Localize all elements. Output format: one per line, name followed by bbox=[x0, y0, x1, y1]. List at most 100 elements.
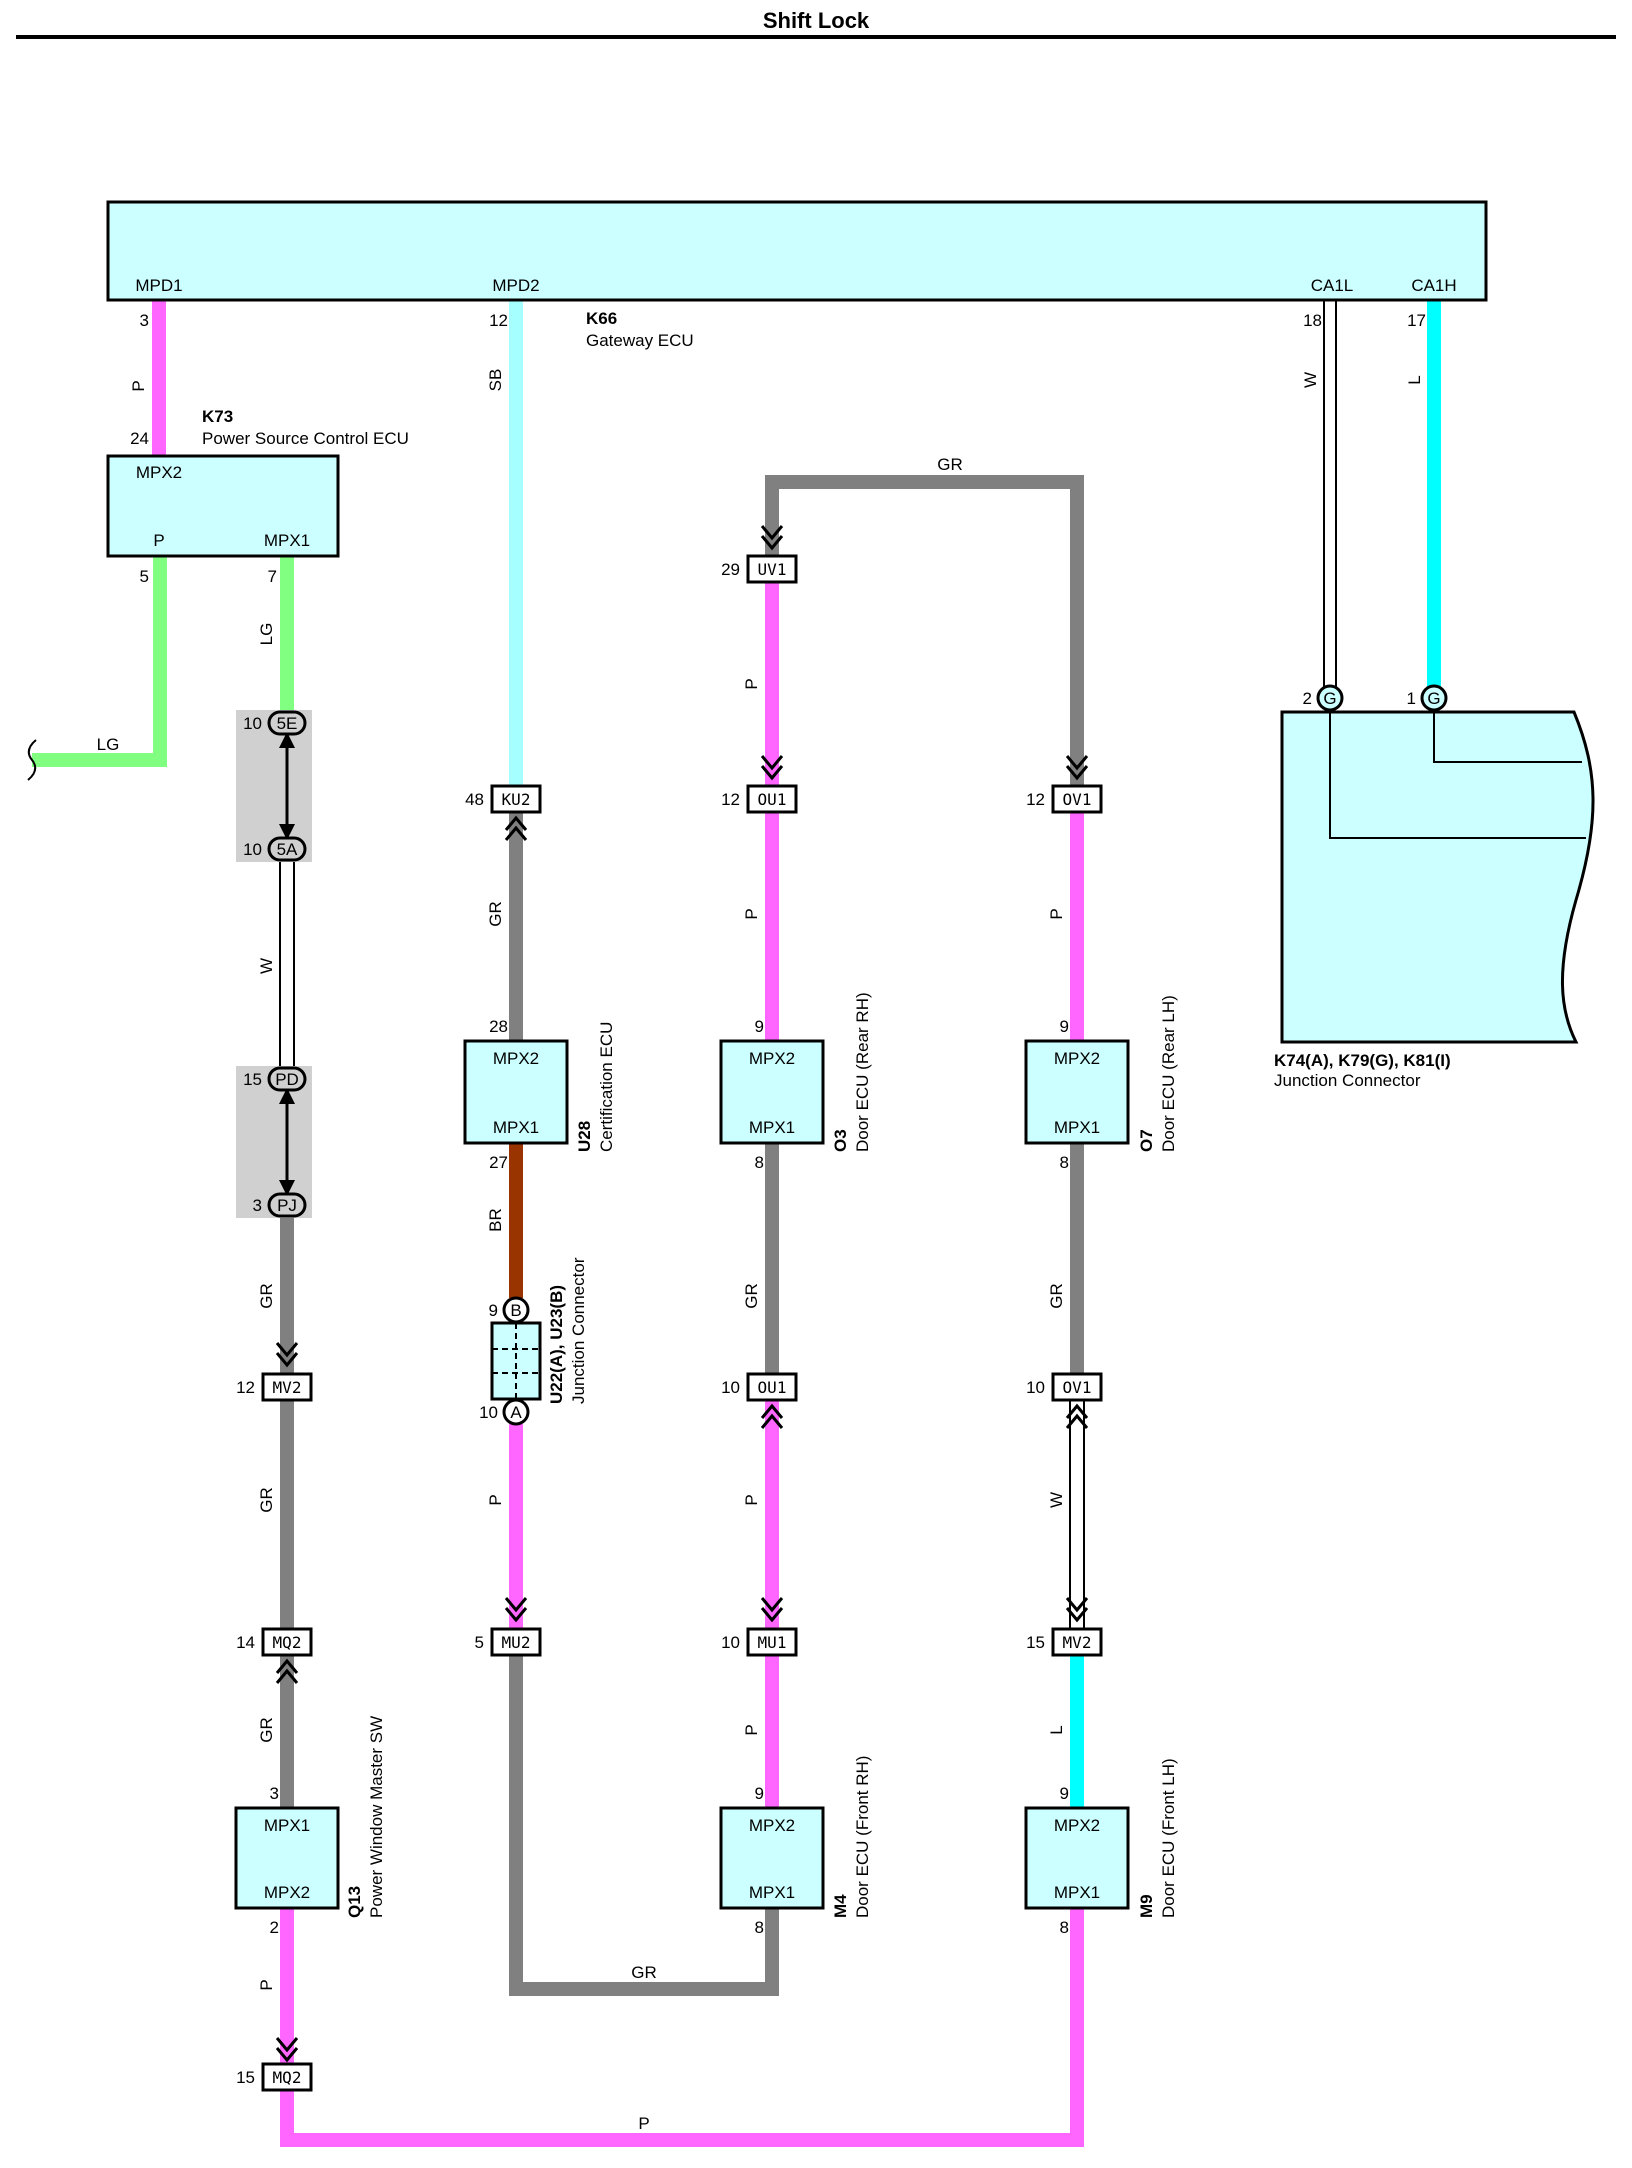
inline-connectors: MV2 12 MQ2 14 MQ2 15 KU2 48 MU2 5 UV1 29… bbox=[236, 525, 1103, 2092]
o7-box bbox=[1024, 1039, 1130, 1145]
m4-code: M4 bbox=[831, 1894, 850, 1918]
o3-pin-num-bottom: 8 bbox=[755, 1153, 764, 1172]
connector-mq2-a-num: 14 bbox=[236, 1633, 255, 1652]
connector-5e-code: 5E bbox=[277, 714, 298, 733]
connector-mv2-a-code: MV2 bbox=[273, 1378, 302, 1397]
connector-mq2-b bbox=[261, 2062, 313, 2092]
connector-mu1 bbox=[746, 1627, 798, 1657]
u28-name: Certification ECU bbox=[597, 1022, 616, 1152]
m9-box bbox=[1024, 1806, 1130, 1910]
power-window-master-sw: MPX1 MPX2 3 2 Q13 Power Window Master SW bbox=[234, 1716, 386, 1937]
connector-mv2-b-code: MV2 bbox=[1063, 1633, 1092, 1652]
connector-mv2-b bbox=[1051, 1627, 1103, 1657]
u28-pin-label-top: MPX2 bbox=[493, 1049, 539, 1068]
chevron-up-icon bbox=[760, 1403, 784, 1429]
connector-mu2-num: 5 bbox=[475, 1633, 484, 1652]
wire-label: P bbox=[129, 380, 148, 391]
m9-pin-label-bottom: MPX1 bbox=[1054, 1883, 1100, 1902]
wire-label: P bbox=[742, 1494, 761, 1505]
junction-u-pin-a bbox=[502, 1398, 530, 1426]
wire-label: BR bbox=[486, 1208, 505, 1232]
pin-label-mpd1: MPD1 bbox=[135, 276, 182, 295]
pin-num-mpd2: 12 bbox=[489, 311, 508, 330]
connector-group-pd-pj: PD 15 PJ 3 bbox=[236, 1066, 312, 1218]
k73-pin-num-top: 24 bbox=[130, 429, 149, 448]
gateway-ecu: MPD1 MPD2 CA1L CA1H 3 12 18 17 K66 Gatew… bbox=[106, 200, 1488, 350]
arrow-down-icon bbox=[279, 824, 295, 840]
m9-name: Door ECU (Front LH) bbox=[1159, 1758, 1178, 1918]
m4-pin-num-bottom: 8 bbox=[755, 1918, 764, 1937]
arrow-up-icon bbox=[279, 1088, 295, 1104]
junction-u-pin-a-letter: A bbox=[510, 1403, 522, 1422]
arrow-up-icon bbox=[279, 732, 295, 748]
junction-u-name: Junction Connector bbox=[569, 1257, 588, 1404]
wire-label: L bbox=[1405, 375, 1424, 384]
chevron-down-icon bbox=[1065, 755, 1089, 781]
connector-pj-num: 3 bbox=[253, 1196, 262, 1215]
o3-box bbox=[719, 1039, 825, 1145]
wire-label: P bbox=[742, 908, 761, 919]
junction-k-box bbox=[1280, 710, 1595, 1044]
q13-code: Q13 bbox=[345, 1886, 364, 1918]
wire-label: SB bbox=[486, 369, 505, 392]
wire-label: L bbox=[1047, 1725, 1066, 1734]
o3-name: Door ECU (Rear RH) bbox=[853, 992, 872, 1152]
connector-uv1-num: 29 bbox=[721, 560, 740, 579]
pin-num-ca1l: 18 bbox=[1303, 311, 1322, 330]
wire-label: GR bbox=[257, 1283, 276, 1309]
m4-box bbox=[719, 1806, 825, 1910]
pin-label-mpd2: MPD2 bbox=[492, 276, 539, 295]
m4-pin-label-bottom: MPX1 bbox=[749, 1883, 795, 1902]
door-ecu-rear-rh: MPX2 MPX1 9 8 O3 Door ECU (Rear RH) bbox=[719, 992, 872, 1172]
wire-gr-mu2-m4 bbox=[509, 1655, 779, 1996]
connector-mu2 bbox=[490, 1627, 542, 1657]
o7-pin-label-bottom: MPX1 bbox=[1054, 1118, 1100, 1137]
connector-mq2-b-num: 15 bbox=[236, 2068, 255, 2087]
junction-u-pin-b-num: 9 bbox=[489, 1301, 498, 1320]
q13-pin-label-top: MPX1 bbox=[264, 1816, 310, 1835]
connector-5e-num: 10 bbox=[243, 714, 262, 733]
k73-pin-label-top: MPX2 bbox=[136, 463, 182, 482]
m9-pin-num-top: 9 bbox=[1060, 1784, 1069, 1803]
junction-u-pin-b bbox=[502, 1296, 530, 1324]
connector-mq2-b-code: MQ2 bbox=[273, 2068, 302, 2087]
certification-ecu: MPX2 MPX1 28 27 U28 Certification ECU bbox=[463, 1017, 616, 1172]
connector-uv1 bbox=[746, 554, 798, 584]
connector-ku2-code: KU2 bbox=[502, 790, 531, 809]
wire-label: W bbox=[1301, 372, 1320, 388]
gateway-code: K66 bbox=[586, 309, 617, 328]
wire-label: LG bbox=[97, 735, 120, 754]
door-ecu-front-lh: MPX2 MPX1 9 8 M9 Door ECU (Front LH) bbox=[1024, 1758, 1178, 1937]
connector-mq2-a bbox=[261, 1627, 313, 1657]
connector-pj bbox=[267, 1192, 307, 1218]
wire-label: P bbox=[742, 678, 761, 689]
connector-mv2-b-num: 15 bbox=[1026, 1633, 1045, 1652]
o7-name: Door ECU (Rear LH) bbox=[1159, 995, 1178, 1152]
wire-label: P bbox=[638, 2114, 649, 2133]
pin-label-ca1l: CA1L bbox=[1311, 276, 1354, 295]
chevron-down-icon bbox=[760, 1597, 784, 1623]
m9-pin-num-bottom: 8 bbox=[1060, 1918, 1069, 1937]
wire-label: GR bbox=[257, 1717, 276, 1743]
door-ecu-front-rh: MPX2 MPX1 9 8 M4 Door ECU (Front RH) bbox=[719, 1756, 872, 1937]
chevron-up-icon bbox=[504, 815, 528, 841]
wire-lg-k73-left bbox=[32, 556, 167, 767]
q13-pin-num-top: 3 bbox=[270, 1784, 279, 1803]
door-ecu-rear-lh: MPX2 MPX1 9 8 O7 Door ECU (Rear LH) bbox=[1024, 995, 1178, 1172]
m4-pin-label-top: MPX2 bbox=[749, 1816, 795, 1835]
arrow-down-icon bbox=[279, 1180, 295, 1196]
wires bbox=[32, 300, 1441, 2147]
junction-k-line-2 bbox=[1433, 700, 1582, 763]
o7-pin-label-top: MPX2 bbox=[1054, 1049, 1100, 1068]
junction-k-code: K74(A), K79(G), K81(I) bbox=[1274, 1051, 1451, 1070]
chevron-down-icon bbox=[275, 1342, 299, 1368]
q13-pin-label-bottom: MPX2 bbox=[264, 1883, 310, 1902]
u28-box bbox=[463, 1039, 569, 1145]
m4-name: Door ECU (Front RH) bbox=[853, 1756, 872, 1918]
chevron-down-icon bbox=[760, 755, 784, 781]
chevron-up-icon bbox=[275, 1658, 299, 1684]
chevron-up-icon bbox=[1065, 1403, 1089, 1429]
power-source-ecu: K73 Power Source Control ECU 24 MPX2 P M… bbox=[106, 407, 409, 586]
wire-label: W bbox=[1047, 1492, 1066, 1508]
